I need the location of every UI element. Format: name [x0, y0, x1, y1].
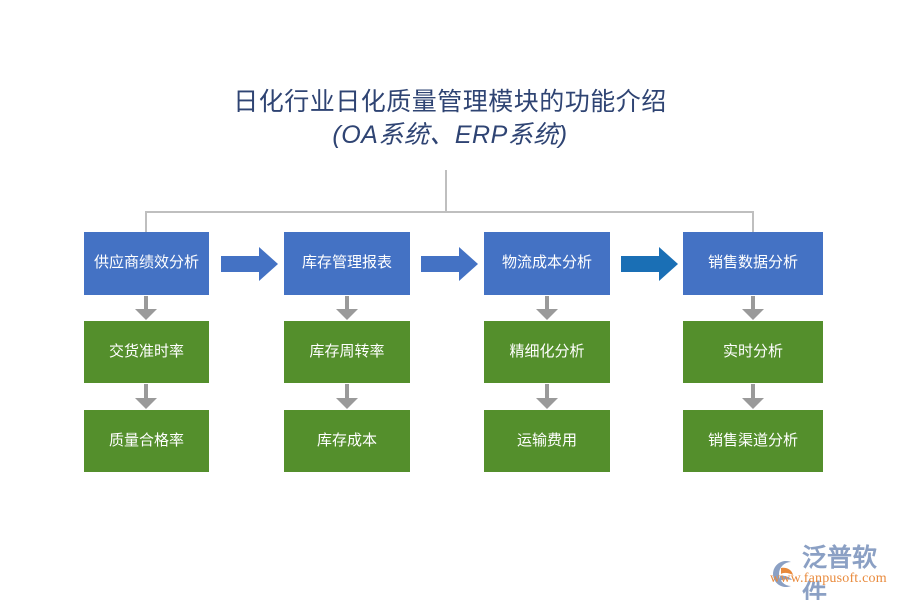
node-item-4-1[interactable]: 实时分析 [683, 321, 823, 383]
connector-col1-1 [135, 296, 157, 320]
bracket-drop-left [145, 211, 147, 233]
connector-col2-1 [336, 296, 358, 320]
connector-col1-2 [135, 384, 157, 409]
flow-arrow-3-icon [621, 247, 678, 281]
connector-col2-2 [336, 384, 358, 409]
title-line-2: (OA系统、ERP系统) [332, 121, 568, 149]
logo-name: 泛普软件 [802, 544, 878, 600]
node-item-1-2[interactable]: 质量合格率 [84, 410, 209, 472]
connector-col4-2 [742, 384, 764, 409]
connector-col4-1 [742, 296, 764, 320]
connector-col3-2 [536, 384, 558, 409]
flow-arrow-2-icon [421, 247, 478, 281]
bracket-drop-right [752, 211, 754, 233]
logo-url: www.fanpusoft.com [770, 571, 887, 586]
connector-col3-1 [536, 296, 558, 320]
node-item-2-1[interactable]: 库存周转率 [284, 321, 410, 383]
node-item-4-2[interactable]: 销售渠道分析 [683, 410, 823, 472]
title-line-1: 日化行业日化质量管理模块的功能介绍 [233, 88, 667, 116]
logo-row: 泛普软件 [768, 538, 896, 600]
node-header-1[interactable]: 供应商绩效分析 [84, 232, 209, 295]
node-header-4[interactable]: 销售数据分析 [683, 232, 823, 295]
node-item-3-1[interactable]: 精细化分析 [484, 321, 610, 383]
bracket-stem [445, 170, 447, 212]
page-title: 日化行业日化质量管理模块的功能介绍 (OA系统、ERP系统) [0, 86, 900, 152]
flow-arrow-1-icon [221, 247, 278, 281]
node-header-2[interactable]: 库存管理报表 [284, 232, 410, 295]
bracket-rail [145, 211, 754, 213]
node-header-3[interactable]: 物流成本分析 [484, 232, 610, 295]
fanpu-logo-mark-icon [768, 559, 798, 589]
node-item-2-2[interactable]: 库存成本 [284, 410, 410, 472]
brand-logo: 泛普软件 www.fanpusoft.com [768, 538, 896, 600]
node-item-3-2[interactable]: 运输费用 [484, 410, 610, 472]
node-item-1-1[interactable]: 交货准时率 [84, 321, 209, 383]
